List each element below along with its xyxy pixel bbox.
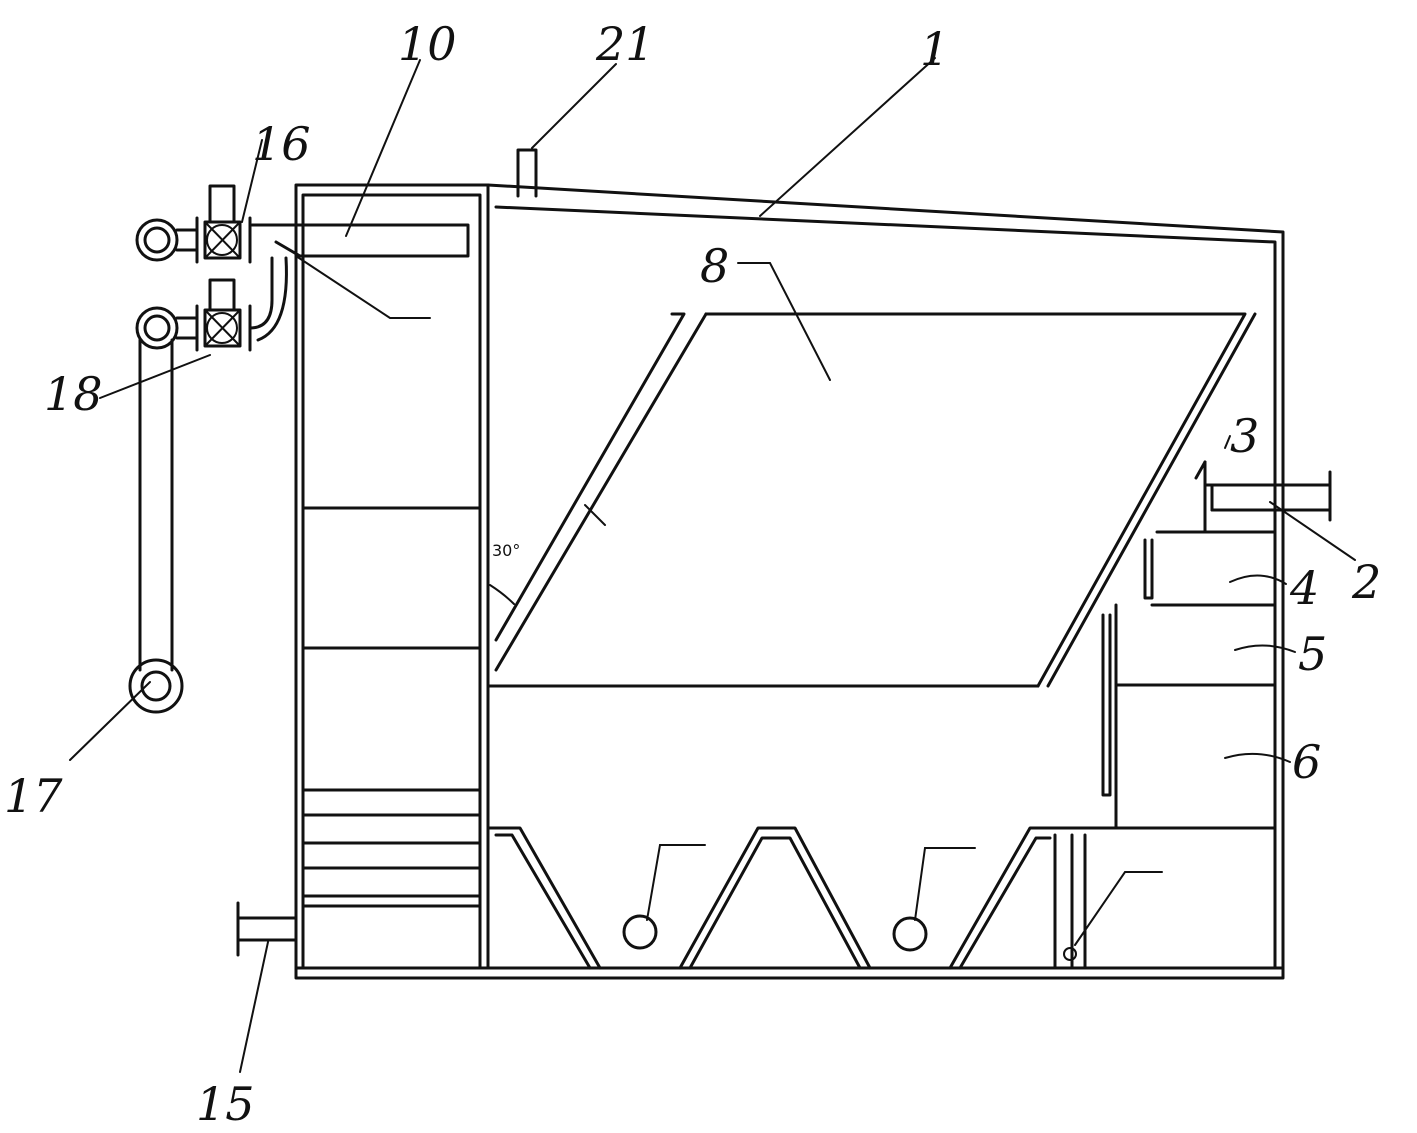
inclined-plate-assembly-8 [486, 312, 1257, 688]
inlet-pipe-10 [250, 223, 470, 258]
label-10: 10 [398, 17, 457, 71]
label-4: 4 [1289, 561, 1319, 615]
vent-pipe-21 [516, 148, 538, 198]
label-16: 16 [252, 117, 311, 171]
baffle-3 [1143, 460, 1277, 600]
valve-assembly-18 [135, 256, 288, 352]
label-17: 17 [4, 769, 63, 823]
label-21: 21 [595, 17, 655, 71]
label-15: 15 [196, 1077, 255, 1131]
compartments-4-5-6 [1086, 603, 1277, 830]
label-8: 8 [700, 239, 729, 293]
valve-assembly-16 [135, 184, 252, 264]
label-3: 3 [1230, 409, 1259, 463]
label-18: 18 [44, 367, 103, 421]
angle-label: 30° [492, 541, 520, 560]
label-6: 6 [1292, 735, 1321, 789]
right-inlet-2 [1203, 460, 1332, 534]
outlet-pipe-15 [236, 901, 298, 957]
label-1: 1 [920, 22, 949, 76]
leader-lines [69, 57, 1356, 1073]
sludge-hoppers [486, 826, 1090, 970]
label-5: 5 [1298, 627, 1327, 681]
external-pipe-17 [128, 338, 184, 714]
left-column-compartments [301, 506, 482, 908]
label-2: 2 [1351, 555, 1381, 609]
tank-outline [294, 183, 1285, 980]
